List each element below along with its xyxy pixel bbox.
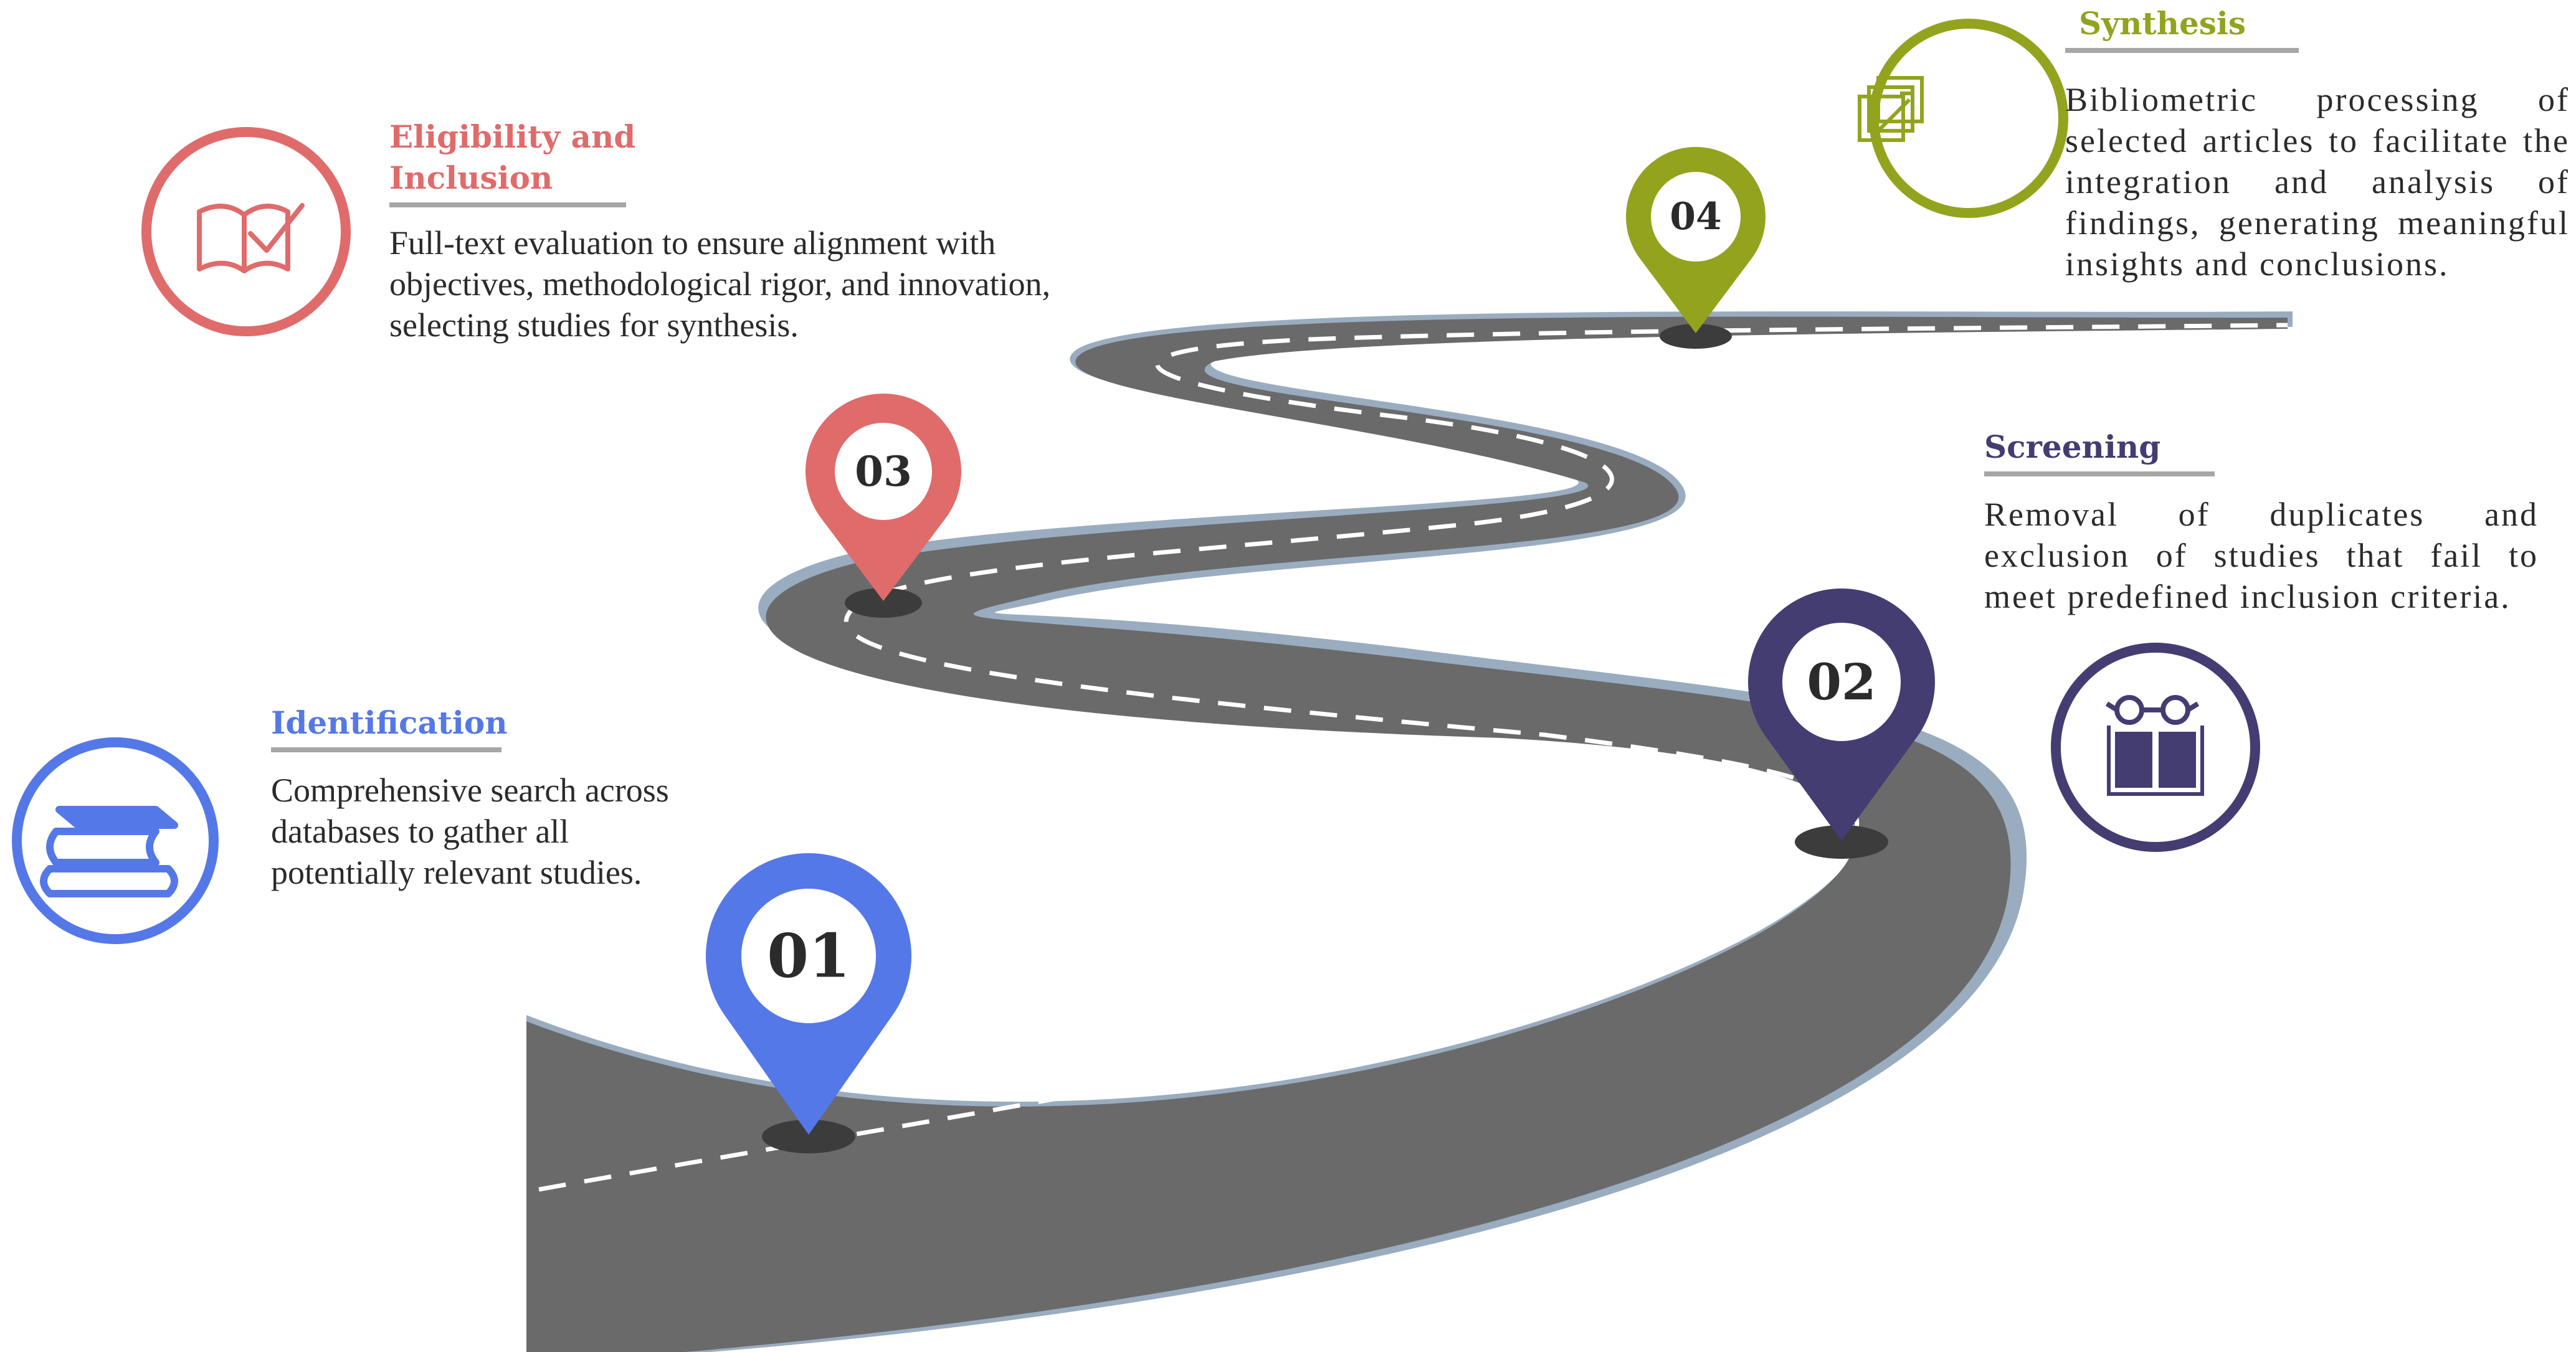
- icon-circle-eligibility: [141, 127, 351, 336]
- pin-shadow-03: [845, 588, 922, 618]
- book-check-icon: [197, 203, 305, 273]
- step-eligibility-title: Eligibility and Inclusion: [389, 118, 636, 196]
- pin-inner-circle-01: [741, 889, 876, 1023]
- pin-01: 01: [706, 853, 911, 1135]
- step-screening-description: Removal of duplicates and exclusion of s…: [1984, 496, 2539, 615]
- step-synthesis: Synthesis Bibliometric processing of sel…: [2065, 3, 2570, 285]
- books-icon: [40, 806, 178, 897]
- step-eligibility-rule: [389, 202, 626, 207]
- step-identification-title: Identification: [271, 704, 508, 741]
- pin-inner-circle-03: [835, 423, 932, 520]
- pin-number-04: 04: [1670, 195, 1722, 239]
- step-screening-title: Screening: [1984, 428, 2161, 465]
- pin-shadow-02: [1795, 825, 1888, 859]
- road-center-line: [538, 323, 2288, 1192]
- pin-04: 04: [1626, 147, 1766, 333]
- pin-shadow-01: [762, 1120, 855, 1153]
- step-synthesis-rule: [2065, 48, 2299, 53]
- pin-number-02: 02: [1807, 653, 1876, 711]
- pin-03: 03: [806, 394, 961, 601]
- step-synthesis-description: Bibliometric processing of selected arti…: [2065, 81, 2570, 283]
- step-identification: Identification Comprehensive search acro…: [271, 702, 670, 893]
- road-surface: [526, 316, 2288, 1352]
- edit-squares-icon: [1858, 76, 1924, 142]
- book-glasses-icon: [2105, 695, 2204, 796]
- step-eligibility-description: Full-text evaluation to ensure alignment…: [389, 224, 1051, 344]
- icon-circle-screening: [2051, 643, 2260, 852]
- step-screening-rule: [1984, 471, 2215, 476]
- pin-inner-circle-02: [1782, 623, 1901, 741]
- pin-number-03: 03: [855, 447, 912, 496]
- step-eligibility: Eligibility and Inclusion Full-text eval…: [389, 116, 1100, 346]
- pin-shadow-04: [1660, 324, 1732, 349]
- step-identification-rule: [271, 747, 501, 752]
- pin-inner-circle-04: [1651, 172, 1741, 262]
- step-synthesis-title: Synthesis: [2079, 5, 2246, 42]
- step-identification-description: Comprehensive search across databases to…: [271, 772, 669, 891]
- icon-circle-synthesis: [1858, 19, 2068, 218]
- pin-02: 02: [1748, 588, 1935, 841]
- icon-circle-identification: [12, 737, 219, 944]
- pin-number-01: 01: [767, 921, 850, 991]
- step-screening: Screening Removal of duplicates and excl…: [1984, 427, 2539, 617]
